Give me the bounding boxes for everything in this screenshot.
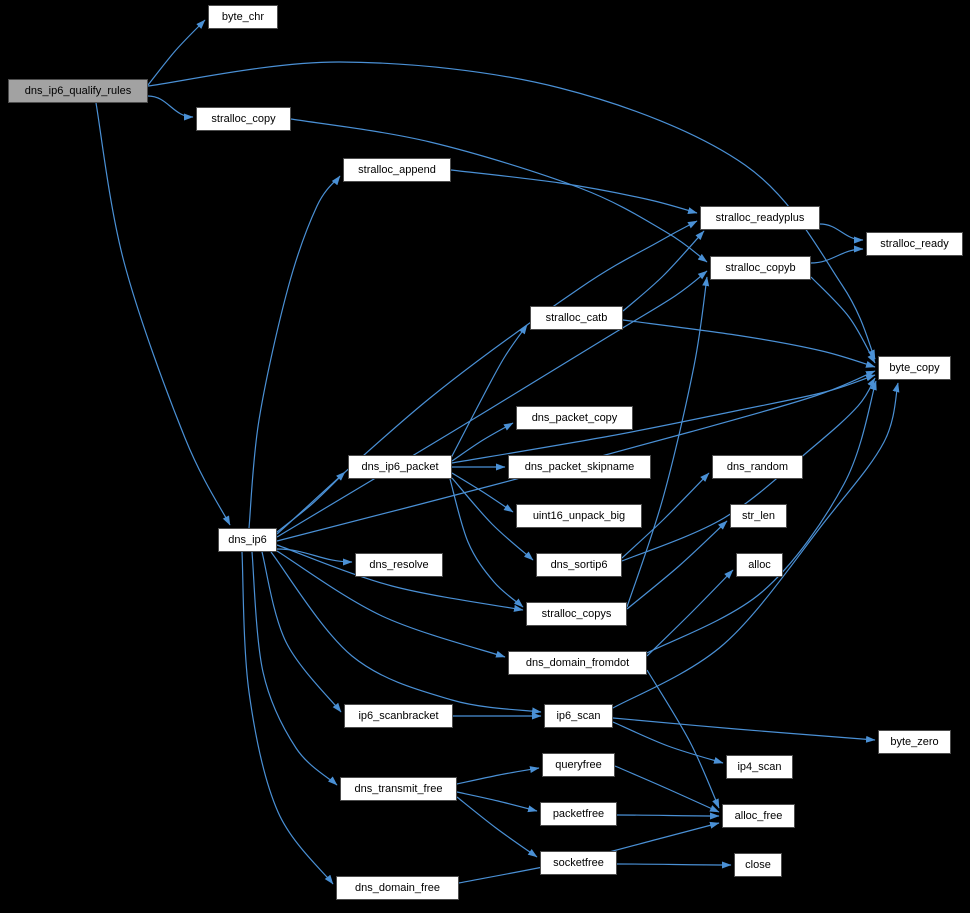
edge-dns_domain_fromdot-to-alloc [646, 569, 734, 657]
graph-node-dns_transmit_free[interactable]: dns_transmit_free [340, 777, 457, 801]
graph-node-byte_zero[interactable]: byte_zero [878, 730, 951, 754]
graph-node-dns_packet_copy[interactable]: dns_packet_copy [516, 406, 633, 430]
graph-node-dns_random[interactable]: dns_random [712, 455, 803, 479]
edge-dns_transmit_free-to-packetfree [456, 791, 538, 813]
edge-ip6_scan-to-ip4_scan [612, 721, 724, 764]
edge-dns_transmit_free-to-socketfree [456, 796, 538, 858]
graph-node-dns_domain_fromdot[interactable]: dns_domain_fromdot [508, 651, 647, 675]
edge-dns_ip6_packet-to-stralloc_catb [450, 324, 528, 459]
edge-socketfree-to-close [616, 861, 732, 869]
graph-node-dns_domain_free[interactable]: dns_domain_free [336, 876, 459, 900]
graph-node-close[interactable]: close [734, 853, 782, 877]
graph-node-dns_sortip6[interactable]: dns_sortip6 [536, 553, 622, 577]
graph-node-ip6_scan[interactable]: ip6_scan [544, 704, 613, 728]
edge-dns_ip6-to-byte_copy [276, 370, 876, 542]
edge-stralloc_copyb-to-stralloc_ready [810, 245, 864, 264]
edge-dns_ip6-to-stralloc_append [248, 175, 341, 529]
graph-node-dns_ip6_qualify_rules[interactable]: dns_ip6_qualify_rules [8, 79, 148, 103]
edge-dns_ip6_qualify_rules-to-dns_ip6 [95, 102, 231, 526]
edge-dns_sortip6-to-dns_random [621, 472, 710, 559]
graph-node-dns_resolve[interactable]: dns_resolve [355, 553, 443, 577]
edge-stralloc_copyb-to-byte_copy [810, 276, 876, 364]
graph-node-dns_ip6[interactable]: dns_ip6 [218, 528, 277, 552]
graph-node-stralloc_append[interactable]: stralloc_append [343, 158, 451, 182]
graph-node-stralloc_catb[interactable]: stralloc_catb [530, 306, 623, 330]
edge-queryfree-to-alloc_free [614, 765, 720, 813]
graph-node-stralloc_readyplus[interactable]: stralloc_readyplus [700, 206, 820, 230]
edge-dns_ip6-to-dns_domain_fromdot [276, 550, 506, 658]
edge-stralloc_copys-to-stralloc_copyb [626, 276, 710, 608]
edge-dns_ip6-to-stralloc_copys [276, 544, 524, 612]
graph-node-dns_packet_skipname[interactable]: dns_packet_skipname [508, 455, 651, 479]
edge-dns_ip6-to-ip6_scan [270, 551, 542, 715]
edge-ip6_scan-to-byte_zero [612, 717, 876, 743]
edge-dns_ip6-to-ip6_scanbracket [261, 551, 342, 713]
graph-node-ip6_scanbracket[interactable]: ip6_scanbracket [344, 704, 453, 728]
edge-dns_ip6_packet-to-dns_packet_copy [451, 422, 514, 462]
edge-stralloc_catb-to-byte_copy [622, 319, 876, 368]
graph-node-str_len[interactable]: str_len [730, 504, 787, 528]
graph-node-byte_copy[interactable]: byte_copy [878, 356, 951, 380]
edge-packetfree-to-alloc_free [616, 812, 720, 820]
graph-node-alloc_free[interactable]: alloc_free [722, 804, 795, 828]
edge-dns_ip6_qualify_rules-to-byte_chr [147, 19, 206, 86]
edge-stralloc_readyplus-to-stralloc_ready [819, 223, 864, 244]
graph-node-byte_chr[interactable]: byte_chr [208, 5, 278, 29]
edge-dns_domain_fromdot-to-alloc_free [646, 669, 720, 809]
edge-dns_ip6-to-dns_transmit_free [251, 551, 338, 786]
graph-node-stralloc_copy[interactable]: stralloc_copy [196, 107, 291, 131]
graph-node-socketfree[interactable]: socketfree [540, 851, 617, 875]
graph-node-stralloc_copys[interactable]: stralloc_copys [526, 602, 627, 626]
graph-node-stralloc_ready[interactable]: stralloc_ready [866, 232, 963, 256]
graph-node-packetfree[interactable]: packetfree [540, 802, 617, 826]
edge-dns_domain_fromdot-to-byte_copy [646, 380, 877, 654]
edge-stralloc_copys-to-str_len [626, 520, 728, 610]
graph-node-ip4_scan[interactable]: ip4_scan [726, 755, 793, 779]
edge-dns_ip6_packet-to-byte_copy [451, 374, 876, 464]
edge-stralloc_append-to-stralloc_readyplus [450, 169, 698, 215]
graph-node-stralloc_copyb[interactable]: stralloc_copyb [710, 256, 811, 280]
edge-dns_ip6_qualify_rules-to-byte_copy [147, 61, 876, 360]
edge-dns_ip6-to-dns_domain_free [241, 551, 334, 885]
edge-dns_ip6_packet-to-stralloc_copys [449, 478, 524, 608]
edge-dns_ip6-to-dns_ip6_packet [276, 471, 346, 533]
edge-dns_transmit_free-to-queryfree [456, 766, 540, 785]
graph-node-dns_ip6_packet[interactable]: dns_ip6_packet [348, 455, 452, 479]
edge-stralloc_copy-to-stralloc_copyb [290, 118, 708, 263]
graph-node-uint16_unpack_big[interactable]: uint16_unpack_big [516, 504, 642, 528]
edge-dns_ip6-to-stralloc_copyb [276, 270, 708, 538]
edge-ip6_scan-to-byte_copy [612, 382, 900, 709]
edge-dns_ip6_qualify_rules-to-stralloc_copy [147, 95, 194, 121]
edge-stralloc_catb-to-stralloc_readyplus [622, 230, 705, 312]
graph-node-alloc[interactable]: alloc [736, 553, 783, 577]
edge-dns_ip6-to-dns_resolve [276, 548, 353, 566]
edge-dns_ip6_packet-to-dns_sortip6 [451, 477, 534, 561]
edge-dns_ip6_packet-to-uint16_unpack_big [451, 472, 514, 513]
graph-node-queryfree[interactable]: queryfree [542, 753, 615, 777]
